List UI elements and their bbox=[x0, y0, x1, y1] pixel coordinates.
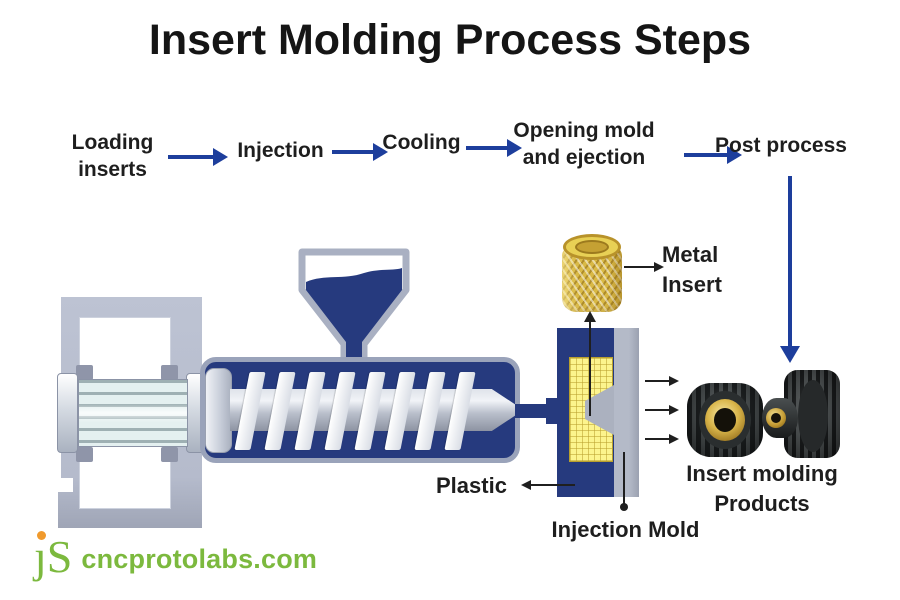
metal-insert-pointer-shaft bbox=[624, 266, 656, 268]
flow-step-label: and ejection bbox=[522, 146, 646, 170]
mold-pointer-dot bbox=[620, 503, 628, 511]
flow-arrow-icon bbox=[466, 139, 522, 157]
eject-arrow-head bbox=[669, 405, 679, 415]
eject-arrow-shaft bbox=[645, 380, 671, 382]
brass-insert-hole bbox=[714, 408, 736, 432]
flow-step-label: inserts bbox=[78, 158, 147, 182]
arrow-shaft bbox=[788, 176, 792, 346]
eject-arrow-shaft bbox=[645, 409, 671, 411]
arrow-head bbox=[507, 139, 522, 157]
flow-arrow-icon bbox=[332, 143, 388, 161]
label-line: Metal bbox=[662, 242, 719, 267]
arrow-head bbox=[373, 143, 388, 161]
arrow-shaft bbox=[332, 150, 373, 154]
page-title: Insert Molding Process Steps bbox=[148, 16, 752, 64]
motor-mount-tab bbox=[161, 447, 178, 462]
logo-dot-icon bbox=[37, 531, 46, 540]
product-knob-side-icon bbox=[762, 368, 840, 460]
arrow-head bbox=[213, 148, 228, 166]
arrow-shaft bbox=[168, 155, 213, 159]
arrow-head bbox=[780, 346, 800, 363]
arrow-shaft bbox=[684, 153, 727, 157]
flow-step-label: Cooling bbox=[382, 131, 461, 154]
product-knob-front-icon bbox=[687, 383, 763, 457]
metal-insert-bore bbox=[575, 240, 609, 254]
flow-step-label: Post process bbox=[715, 134, 847, 157]
footer-logo: ȷS cncprotolabs.com bbox=[34, 531, 318, 582]
flow-arrow-icon bbox=[168, 148, 228, 166]
injection-mold-label: Injection Mold bbox=[551, 517, 700, 542]
label-line: Insert bbox=[662, 271, 722, 297]
flow-step-cooling: Cooling bbox=[374, 129, 469, 156]
flow-step-injection: Injection bbox=[228, 137, 333, 164]
brass-insert-hole bbox=[771, 413, 781, 423]
flow-step-label: Injection bbox=[237, 139, 324, 162]
nozzle-collar bbox=[546, 398, 560, 424]
knob-disc bbox=[784, 370, 840, 458]
logo-text: ȷS bbox=[34, 531, 73, 582]
flow-arrow-icon bbox=[684, 146, 742, 164]
plastic-label: Plastic bbox=[436, 473, 507, 498]
label-line: Insert molding bbox=[686, 461, 838, 486]
post-process-down-arrow-icon bbox=[779, 176, 801, 363]
insert-up-arrow-shaft bbox=[589, 322, 591, 416]
products-label: Insert molding Products bbox=[672, 459, 852, 518]
metal-insert-top bbox=[563, 234, 621, 260]
flow-step-post-process: Post process bbox=[706, 132, 856, 159]
hopper-svg bbox=[298, 248, 410, 374]
motor-cylinder bbox=[78, 379, 188, 447]
eject-arrow-head bbox=[669, 376, 679, 386]
metal-insert-label: Metal Insert bbox=[662, 240, 752, 299]
hopper-icon bbox=[296, 248, 412, 374]
flow-step-label: Opening mold bbox=[513, 119, 655, 142]
motor-mount-tab bbox=[161, 365, 178, 380]
screw-back-cap bbox=[205, 368, 232, 453]
motor-mount-tab bbox=[76, 365, 93, 380]
plastic-pointer-shaft bbox=[531, 484, 575, 486]
mold-pointer-shaft bbox=[623, 452, 625, 506]
arrow-shaft bbox=[466, 146, 507, 150]
plastic-pointer-head bbox=[521, 480, 531, 490]
js-logo: ȷS bbox=[34, 531, 73, 582]
flow-step-loading-inserts: Loading inserts bbox=[55, 129, 170, 184]
arrow-head bbox=[727, 146, 742, 164]
metal-insert-icon bbox=[562, 234, 622, 314]
label-line: Products bbox=[714, 490, 810, 516]
eject-arrow-shaft bbox=[645, 438, 671, 440]
flow-step-label: Loading bbox=[71, 131, 154, 154]
insert-up-arrow-head bbox=[584, 311, 596, 322]
knob-face bbox=[798, 380, 828, 452]
motor-mount-tab bbox=[76, 447, 93, 462]
metal-insert-pointer-head bbox=[654, 262, 664, 272]
eject-arrow-head bbox=[669, 434, 679, 444]
site-url-text: cncprotolabs.com bbox=[81, 544, 318, 574]
motor-end-cap bbox=[57, 373, 78, 453]
flow-step-opening-mold: Opening mold and ejection bbox=[498, 117, 670, 172]
mold-plate bbox=[614, 328, 639, 497]
